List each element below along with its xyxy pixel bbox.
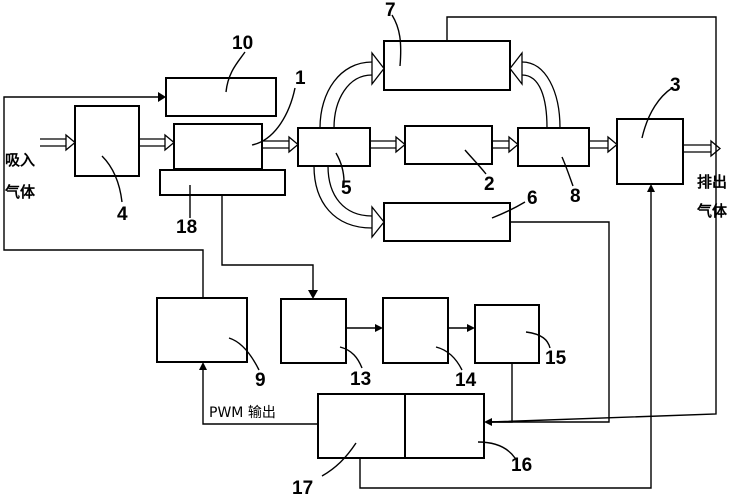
- arrowhead-into-10: [158, 92, 166, 102]
- label-8: 8: [570, 186, 581, 207]
- leader-3: [641, 87, 673, 139]
- intake-flow-arrow: [40, 133, 77, 152]
- label-2: 2: [484, 174, 495, 195]
- label-1: 1: [295, 68, 306, 89]
- label-18: 18: [176, 217, 197, 238]
- leader-4: [101, 155, 123, 203]
- leader-2: [464, 149, 487, 175]
- flow-arrow-1-5: [262, 135, 300, 154]
- block-5: [297, 127, 371, 167]
- leader-13: [339, 346, 363, 369]
- label-9: 9: [255, 370, 266, 391]
- block-10: [165, 77, 277, 117]
- flow-arrow-8-3: [589, 135, 619, 154]
- flow-arrow-5-7: [319, 51, 385, 129]
- exhaust-flow-arrow: [683, 139, 722, 158]
- exhaust-label-line1: 排出: [697, 173, 727, 191]
- flow-arrow-5-6: [313, 165, 385, 239]
- leader-15: [525, 331, 551, 349]
- line-9-to-10: [3, 96, 204, 298]
- block-4: [74, 105, 140, 177]
- line-6-to-16: [490, 221, 610, 423]
- arrowhead-into-9: [199, 362, 207, 370]
- block-6: [383, 202, 511, 242]
- flow-arrow-2-8: [492, 135, 520, 154]
- label-14: 14: [455, 370, 477, 391]
- block-14: [382, 297, 449, 364]
- label-4: 4: [117, 204, 128, 225]
- block-16: [404, 393, 485, 459]
- arrowhead-into-14: [375, 324, 383, 332]
- block-3: [616, 118, 684, 185]
- label-3: 3: [670, 75, 681, 96]
- leader-1: [251, 87, 296, 146]
- block-7: [383, 40, 511, 91]
- label-7: 7: [385, 0, 396, 21]
- block-9: [156, 297, 248, 363]
- label-10: 10: [232, 33, 253, 54]
- label-15: 15: [545, 348, 567, 369]
- exhaust-label-line2: 气体: [696, 202, 728, 220]
- leader-9: [228, 337, 260, 371]
- line-17-to-3: [359, 192, 652, 489]
- arrowhead-into-15: [467, 324, 475, 332]
- label-6: 6: [527, 188, 538, 209]
- block-15: [474, 304, 540, 364]
- arrowhead-into-13: [308, 290, 318, 299]
- label-17: 17: [292, 478, 313, 499]
- block-1: [173, 123, 263, 170]
- line-7-to-3: [446, 16, 717, 423]
- arrowhead-into-16: [484, 418, 492, 426]
- intake-label-line1: 吸入: [5, 151, 35, 169]
- leader-7: [391, 14, 402, 67]
- flow-arrow-8-7: [509, 51, 561, 129]
- arrowhead-into-3: [647, 184, 655, 192]
- leader-10: [225, 51, 246, 93]
- label-16: 16: [511, 455, 532, 476]
- block-17: [317, 393, 406, 459]
- line-15-to-16: [490, 363, 513, 423]
- label-5: 5: [341, 178, 352, 199]
- leader-6: [491, 201, 526, 219]
- flow-arrow-4-1: [139, 133, 176, 152]
- leader-5: [335, 152, 345, 183]
- leader-17: [321, 442, 357, 477]
- line-18-to-13: [221, 195, 314, 291]
- block-2: [404, 125, 493, 165]
- intake-label-line2: 气体: [4, 183, 36, 201]
- leader-14: [435, 346, 463, 371]
- block-8: [517, 127, 590, 167]
- block-18: [159, 169, 286, 196]
- pwm-output-label: PWM 输出: [209, 405, 276, 421]
- label-13: 13: [350, 369, 371, 390]
- flow-arrow-5-2: [370, 135, 407, 154]
- block-13: [280, 298, 347, 364]
- pwm-line-17-to-9: [202, 370, 318, 425]
- leader-16: [477, 441, 516, 459]
- leader-8: [561, 156, 574, 187]
